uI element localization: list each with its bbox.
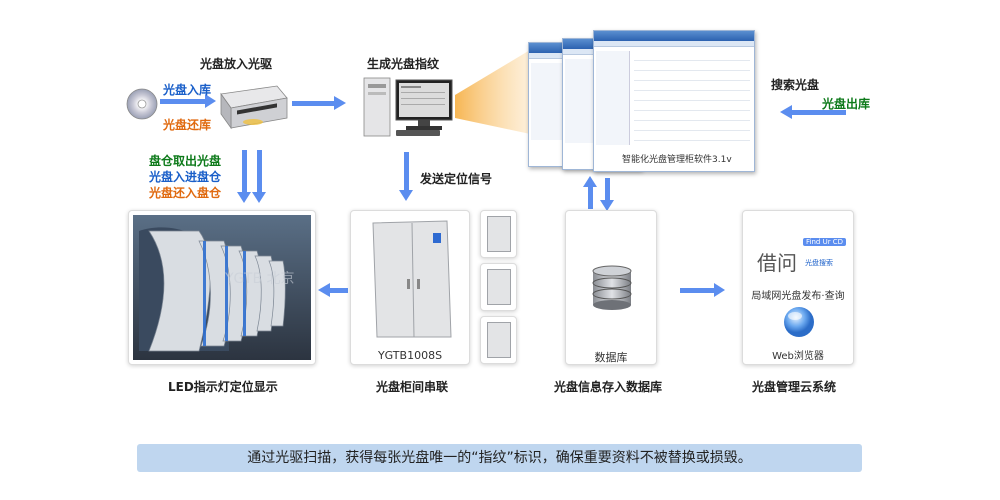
cloud-card: 借问 Find Ur CD 光盘搜索 局域网光盘发布·查询 Web浏览器 — [742, 210, 854, 365]
software-window-front: 智能化光盘管理柜软件3.1v — [593, 30, 755, 172]
disc-cabinet-icon — [372, 220, 452, 338]
arrow-search-to-software-icon — [780, 105, 846, 119]
label-led-display: LED指示灯定位显示 — [168, 380, 278, 394]
label-tray-out: 盘仓取出光盘 — [149, 154, 222, 168]
arrow-db-down-icon — [600, 178, 614, 211]
cd-disc-icon — [126, 88, 158, 120]
arrow-db-to-cloud-icon — [680, 283, 725, 297]
cabinet-model: YGTB1008S — [377, 349, 443, 362]
label-put-in-drive: 光盘放入光驱 — [200, 57, 273, 71]
led-tray-photo: YGTB 北京 — [133, 215, 311, 360]
chained-cabinet-2 — [480, 263, 517, 311]
label-disc-checkout: 光盘出库 — [822, 97, 871, 111]
cloud-tagline: 局域网光盘发布·查询 — [751, 291, 845, 302]
cloud-brand-sub: 光盘搜索 — [805, 259, 833, 267]
label-cabinet-chain: 光盘柜间串联 — [376, 380, 449, 394]
caption-bar: 通过光驱扫描，获得每张光盘唯一的“指纹”标识，确保重要资料不被替换或损毁。 — [137, 444, 862, 472]
arrow-db-up-icon — [583, 176, 597, 209]
database-icon — [592, 265, 632, 310]
browser-label: Web浏览器 — [772, 351, 824, 362]
label-disc-into-tray: 光盘入进盘仓 — [149, 170, 222, 184]
label-send-signal: 发送定位信号 — [420, 172, 493, 186]
watermark-text: YGTB 北京 — [224, 271, 295, 287]
label-search-disc: 搜索光盘 — [771, 78, 820, 92]
label-disc-back-tray: 光盘还入盘仓 — [149, 186, 222, 200]
projection-beam — [455, 50, 535, 135]
arrow-pc-to-cabinet-icon — [399, 152, 413, 201]
optical-drive-icon — [220, 85, 288, 130]
database-card: 数据库 — [565, 210, 657, 365]
arrow-drive-to-pc-icon — [292, 96, 346, 110]
label-gen-fingerprint: 生成光盘指纹 — [367, 57, 440, 71]
label-cloud-system: 光盘管理云系统 — [752, 380, 837, 394]
software-window-title: 智能化光盘管理柜软件3.1v — [622, 155, 732, 165]
cloud-brand-badge: Find Ur CD — [803, 238, 847, 246]
label-disc-return: 光盘还库 — [163, 118, 212, 132]
chained-cabinet-3 — [480, 316, 517, 364]
arrow-drive-down-right-icon — [252, 150, 266, 203]
arrow-into-drive-icon — [160, 94, 216, 108]
label-disc-checkin: 光盘入库 — [163, 83, 212, 97]
label-info-to-db: 光盘信息存入数据库 — [554, 380, 663, 394]
chained-cabinet-1 — [480, 210, 517, 258]
arrow-cabinet-to-led-icon — [318, 283, 348, 297]
database-label: 数据库 — [594, 351, 628, 364]
led-photo-card: YGTB 北京 — [128, 210, 316, 365]
cloud-brand: 借问 — [757, 251, 797, 275]
cabinet-card: YGTB1008S — [350, 210, 470, 365]
browser-globe-icon — [784, 307, 814, 337]
arrow-drive-down-left-icon — [237, 150, 251, 203]
desktop-pc-icon — [363, 77, 453, 137]
